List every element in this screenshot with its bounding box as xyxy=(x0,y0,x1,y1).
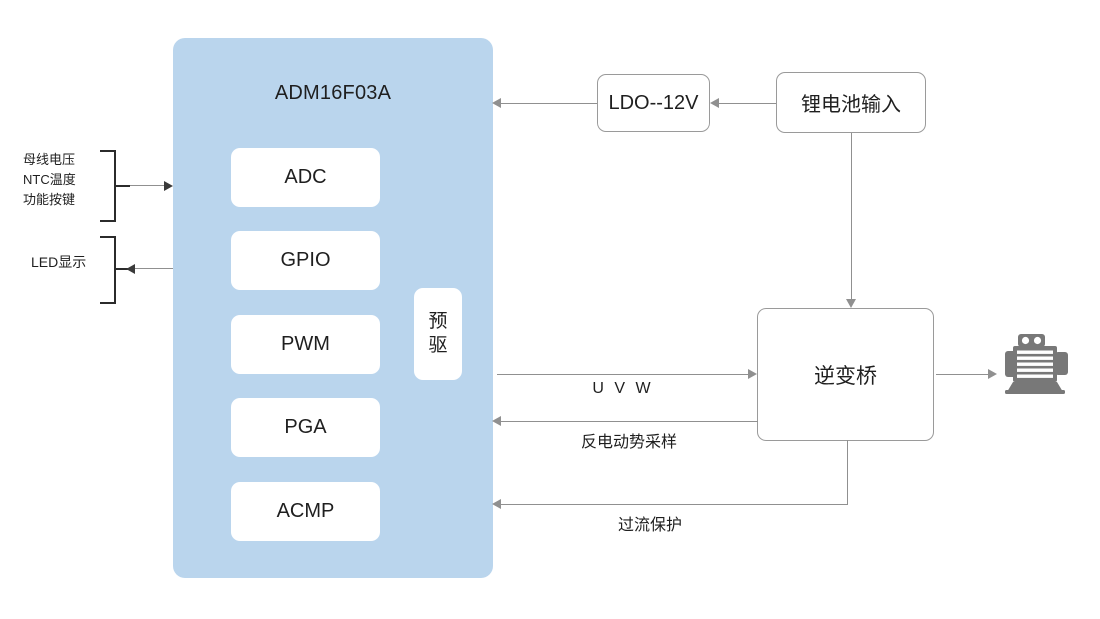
overcurrent-arrowhead-icon xyxy=(492,499,501,509)
chip-module-acmp[interactable]: ACMP xyxy=(231,482,380,541)
left-signal-group-inputs: 母线电压 NTC温度 功能按键 xyxy=(23,150,76,210)
uvw-arrowhead-icon xyxy=(748,369,757,379)
led-group-bracket xyxy=(100,236,116,304)
battery-to-ldo-wire xyxy=(718,103,776,104)
predriver-label-line1: 预 xyxy=(428,311,448,333)
chip-module-pwm[interactable]: PWM xyxy=(231,315,380,374)
signal-label-bus-voltage: 母线电压 xyxy=(23,152,76,167)
chip-module-predriver[interactable]: 预 驱 xyxy=(414,288,462,380)
signal-label-function-key: 功能按键 xyxy=(23,192,76,208)
chip-module-gpio[interactable]: GPIO xyxy=(231,231,380,290)
motor-icon xyxy=(1000,333,1074,395)
bemf-arrowhead-icon xyxy=(492,416,501,426)
input-wire xyxy=(130,185,170,186)
inverter-to-motor-wire xyxy=(936,374,992,375)
overcurrent-wire-vertical xyxy=(847,440,848,505)
chip-title: ADM16F03A xyxy=(274,82,392,104)
bus-label-overcurrent: 过流保护 xyxy=(617,517,682,534)
led-wire xyxy=(128,268,173,269)
left-signal-group-led: LED显示 xyxy=(31,252,86,274)
overcurrent-wire-horizontal xyxy=(500,504,848,505)
battery-to-ldo-arrowhead-icon xyxy=(710,98,719,108)
input-arrowhead-icon xyxy=(164,181,173,191)
bemf-wire xyxy=(500,421,758,422)
led-arrowhead-icon xyxy=(126,264,135,274)
battery-to-inverter-arrowhead-icon xyxy=(846,299,856,308)
chip-module-adc[interactable]: ADC xyxy=(231,148,380,207)
signal-label-led-display: LED显示 xyxy=(31,254,87,270)
block-ldo-12v[interactable]: LDO--12V xyxy=(597,74,710,132)
block-battery-input[interactable]: 锂电池输入 xyxy=(776,72,926,133)
chip-module-pga[interactable]: PGA xyxy=(231,398,380,457)
input-group-stub xyxy=(116,185,130,187)
led-group-stub xyxy=(116,268,128,270)
signal-label-ntc-temp: NTC温度 xyxy=(23,172,76,188)
bus-label-uvw: U V W xyxy=(592,380,654,397)
bus-label-bemf: 反电动势采样 xyxy=(580,434,677,451)
ldo-to-chip-wire xyxy=(500,103,597,104)
block-inverter-bridge[interactable]: 逆变桥 xyxy=(757,308,934,441)
uvw-wire xyxy=(497,374,749,375)
input-group-bracket xyxy=(100,150,116,222)
ldo-to-chip-arrowhead-icon xyxy=(492,98,501,108)
battery-to-inverter-wire xyxy=(851,133,852,299)
predriver-label-line2: 驱 xyxy=(428,335,448,356)
inverter-to-motor-arrowhead-icon xyxy=(988,369,997,379)
